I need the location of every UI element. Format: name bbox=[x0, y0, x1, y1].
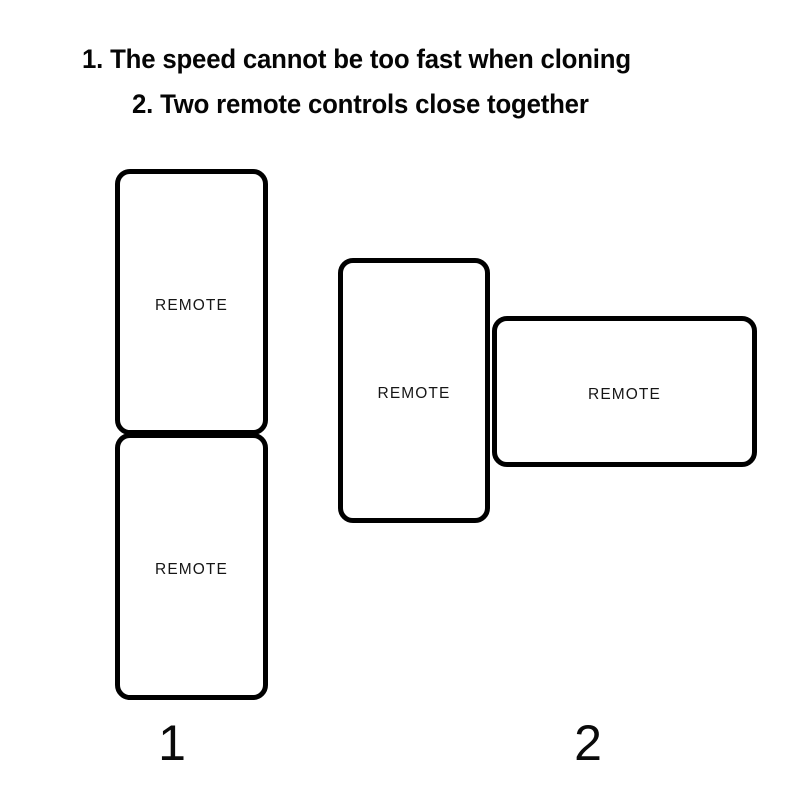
remote-label: REMOTE bbox=[377, 385, 451, 402]
instruction-line-2: 2. Two remote controls close together bbox=[132, 89, 589, 119]
remote-label: REMOTE bbox=[155, 561, 228, 578]
remote-control-group2-vertical: REMOTE bbox=[338, 258, 490, 523]
group-number-1: 1 bbox=[158, 715, 186, 771]
remote-control-group1-bottom: REMOTE bbox=[115, 433, 268, 700]
group-number-2: 2 bbox=[574, 715, 602, 771]
instruction-line-1: 1. The speed cannot be too fast when clo… bbox=[82, 44, 631, 74]
remote-label: REMOTE bbox=[155, 297, 228, 314]
remote-label: REMOTE bbox=[588, 386, 661, 403]
remote-control-group1-top: REMOTE bbox=[115, 169, 268, 435]
remote-control-group2-horizontal: REMOTE bbox=[492, 316, 757, 467]
